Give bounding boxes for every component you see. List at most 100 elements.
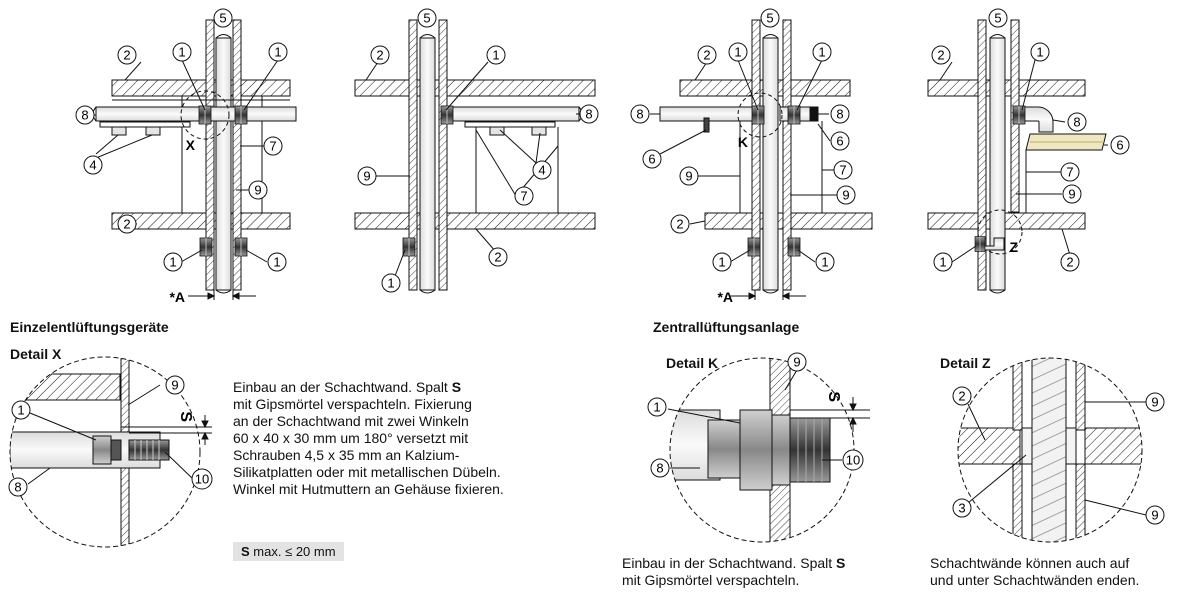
svg-text:2: 2 [494,250,501,265]
callout-9: 9 [836,185,856,205]
svg-text:7: 7 [269,139,276,154]
riser-pipe [215,37,232,291]
callout-2: 2 [931,45,951,65]
label-z: Z [1009,239,1018,255]
callout-6: 6 [642,149,662,169]
callout-1: 1 [933,252,953,272]
svg-text:8: 8 [81,108,88,123]
svg-text:5: 5 [219,11,226,26]
callout-2: 2 [670,214,690,234]
callout-9: 9 [357,166,377,186]
svg-text:2: 2 [1066,255,1073,270]
svg-text:1: 1 [178,45,185,60]
callout-7: 7 [514,186,534,206]
ceiling-slab [10,373,121,401]
detail-z-description: Schachtwände können auch auf und unter S… [930,555,1140,588]
svg-text:6: 6 [836,134,843,149]
callout-4: 4 [83,155,103,175]
svg-text:1: 1 [387,276,394,291]
svg-text:9: 9 [842,188,849,203]
callout-1: 1 [381,273,401,293]
svg-text:10: 10 [846,453,860,468]
callout-2: 2 [370,45,390,65]
label-star-a: *A [717,289,733,305]
callout-8: 8 [630,104,650,124]
callout-1: 1 [268,42,288,62]
svg-text:6: 6 [648,152,655,167]
svg-text:3: 3 [958,501,965,516]
gap-max-badge: S max. ≤ 20 mm [233,542,344,561]
callout-1: 1 [163,252,183,272]
callout-9: 9 [1145,505,1165,525]
svg-text:1: 1 [734,45,741,60]
callout-2: 2 [952,386,972,406]
svg-text:9: 9 [1151,395,1158,410]
svg-text:1: 1 [653,400,660,415]
heading-detail-z: Detail Z [940,355,991,371]
callout-10: 10 [842,449,864,471]
svg-text:1: 1 [718,255,725,270]
heading-single-fans: Einzelentlüftungsgeräte [10,319,169,335]
svg-text:1: 1 [17,403,24,418]
callout-9: 9 [1145,392,1165,412]
svg-text:2: 2 [376,48,383,63]
svg-text:5: 5 [994,11,1001,26]
callout-1: 1 [172,42,192,62]
callout-1: 1 [728,42,748,62]
svg-text:2: 2 [937,48,944,63]
svg-text:7: 7 [839,163,846,178]
callout-5: 5 [213,8,233,28]
svg-text:2: 2 [676,217,683,232]
detail-z [957,357,1147,543]
riser-pipe [419,37,436,291]
callout-1: 1 [647,397,667,417]
shaft-wall-left [205,19,215,291]
svg-text:4: 4 [538,163,545,178]
svg-text:10: 10 [195,472,209,487]
heading-detail-x: Detail X [10,346,62,362]
callout-5: 5 [760,8,780,28]
callout-9: 9 [165,375,185,395]
floor-slab [354,212,596,230]
callout-5: 5 [417,8,437,28]
callout-7: 7 [263,136,283,156]
label-s: S [177,411,194,422]
callout-5: 5 [988,8,1008,28]
label-k: K [738,134,748,150]
callout-3: 3 [952,498,972,518]
diagram-central-1 [650,19,873,300]
callout-2: 2 [117,45,137,65]
svg-text:8: 8 [836,107,843,122]
callout-9: 9 [1062,184,1082,204]
svg-text:9: 9 [363,169,370,184]
callout-4: 4 [532,160,552,180]
svg-text:5: 5 [423,11,430,26]
callout-6: 6 [1110,135,1130,155]
svg-text:1: 1 [492,48,499,63]
svg-text:9: 9 [254,183,261,198]
svg-text:1: 1 [821,255,828,270]
svg-text:8: 8 [1073,115,1080,130]
callout-1: 1 [815,252,835,272]
floor-slab [111,212,291,230]
ceiling-slab [111,79,291,97]
svg-text:7: 7 [520,189,527,204]
svg-text:2: 2 [958,389,965,404]
branch-pipe [451,106,580,122]
svg-text:1: 1 [939,255,946,270]
svg-text:9: 9 [1068,187,1075,202]
ceiling-slab [354,79,596,97]
heading-central-system: Zentrallüftungsanlage [653,319,800,335]
svg-text:2: 2 [123,48,130,63]
svg-text:6: 6 [1116,138,1123,153]
callout-7: 7 [1060,162,1080,182]
label-star-a: *A [169,289,185,305]
svg-text:4: 4 [89,158,96,173]
svg-text:5: 5 [766,11,773,26]
callout-1: 1 [812,42,832,62]
label-s: S [825,391,842,402]
detail-k-description: Einbau in der Schachtwand. Spalt S mit G… [622,555,846,588]
callout-1: 1 [712,252,732,272]
